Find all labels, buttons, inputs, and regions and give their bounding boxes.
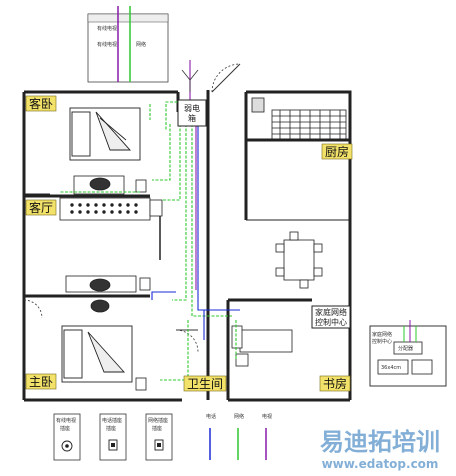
svg-text:电视: 电视 — [262, 413, 272, 420]
top-legend-panel: 有线电视 有线电视 网络 — [87, 6, 169, 83]
living-tv-unit — [65, 275, 151, 293]
svg-text:主卧: 主卧 — [29, 375, 53, 389]
svg-text:书房: 书房 — [323, 376, 347, 391]
master-bed — [61, 325, 133, 383]
antenna-icon — [181, 69, 199, 92]
network-center-label-1: 家庭网络 — [315, 307, 347, 317]
svg-text:插座: 插座 — [60, 425, 70, 432]
svg-text:有线电视: 有线电视 — [56, 417, 76, 424]
legend-phone-outlet: 电话插座 插座 — [99, 413, 127, 461]
svg-text:厨房: 厨房 — [325, 144, 349, 159]
guest-bed — [69, 107, 141, 161]
junction-box: 弱电 箱 — [177, 99, 207, 127]
control-detail-label-1: 家庭网络 — [372, 331, 392, 338]
room-tag-bathroom: 卫生间 — [183, 375, 227, 392]
svg-text:插座: 插座 — [152, 425, 162, 432]
watermark-cn: 易迪拓培训 — [320, 428, 440, 456]
study-desk — [231, 325, 293, 367]
legend-tv-text: 有线电视 — [97, 25, 117, 32]
junction-box-label-1: 弱电 — [184, 103, 200, 113]
control-detail-panel: 家庭网络 控制中心 分配器 36x4cm — [369, 320, 447, 387]
legend-tv-text-2: 有线电视 — [97, 41, 117, 48]
svg-text:客卧: 客卧 — [29, 96, 53, 111]
network-center-box: 家庭网络 控制中心 — [311, 305, 351, 329]
legend-wire-colors: 电话 网络 电视 — [206, 413, 272, 460]
walls — [22, 90, 352, 402]
room-tag-living-room: 客厅 — [25, 199, 57, 216]
svg-text:卫生间: 卫生间 — [187, 377, 223, 391]
legend-net-text: 网络 — [136, 41, 146, 48]
room-tag-study: 书房 — [319, 375, 351, 392]
room-tag-master-bedroom: 主卧 — [25, 373, 57, 390]
svg-text:电话插座: 电话插座 — [102, 417, 122, 424]
living-sofa — [59, 197, 163, 221]
dining-table — [275, 231, 323, 289]
watermark: 易迪拓培训 www.edatop.com — [320, 428, 440, 471]
splitter-label: 分配器 — [398, 345, 413, 352]
tv-wiring — [189, 60, 197, 290]
legend-net-outlet: 网络插座 插座 — [145, 413, 173, 461]
svg-text:电话: 电话 — [206, 413, 216, 420]
master-tv — [90, 299, 147, 391]
doors — [23, 63, 241, 353]
control-detail-label-2: 控制中心 — [372, 338, 392, 345]
guest-tv-cabinet — [73, 175, 147, 195]
watermark-url: www.edatop.com — [322, 457, 439, 471]
junction-box-label-2: 箱 — [188, 113, 196, 123]
room-tag-guest-bedroom: 客卧 — [25, 95, 57, 112]
svg-text:网络插座: 网络插座 — [148, 417, 168, 424]
legend-tv-outlet: 有线电视 插座 — [53, 413, 81, 461]
network-center-label-2: 控制中心 — [315, 317, 347, 327]
phone-wiring — [151, 124, 240, 340]
switch-label: 36x4cm — [381, 365, 401, 371]
room-tag-kitchen: 厨房 — [321, 143, 353, 160]
svg-text:网络: 网络 — [234, 413, 244, 420]
stairs — [251, 97, 347, 141]
svg-text:插座: 插座 — [106, 425, 116, 432]
svg-text:客厅: 客厅 — [29, 200, 53, 215]
